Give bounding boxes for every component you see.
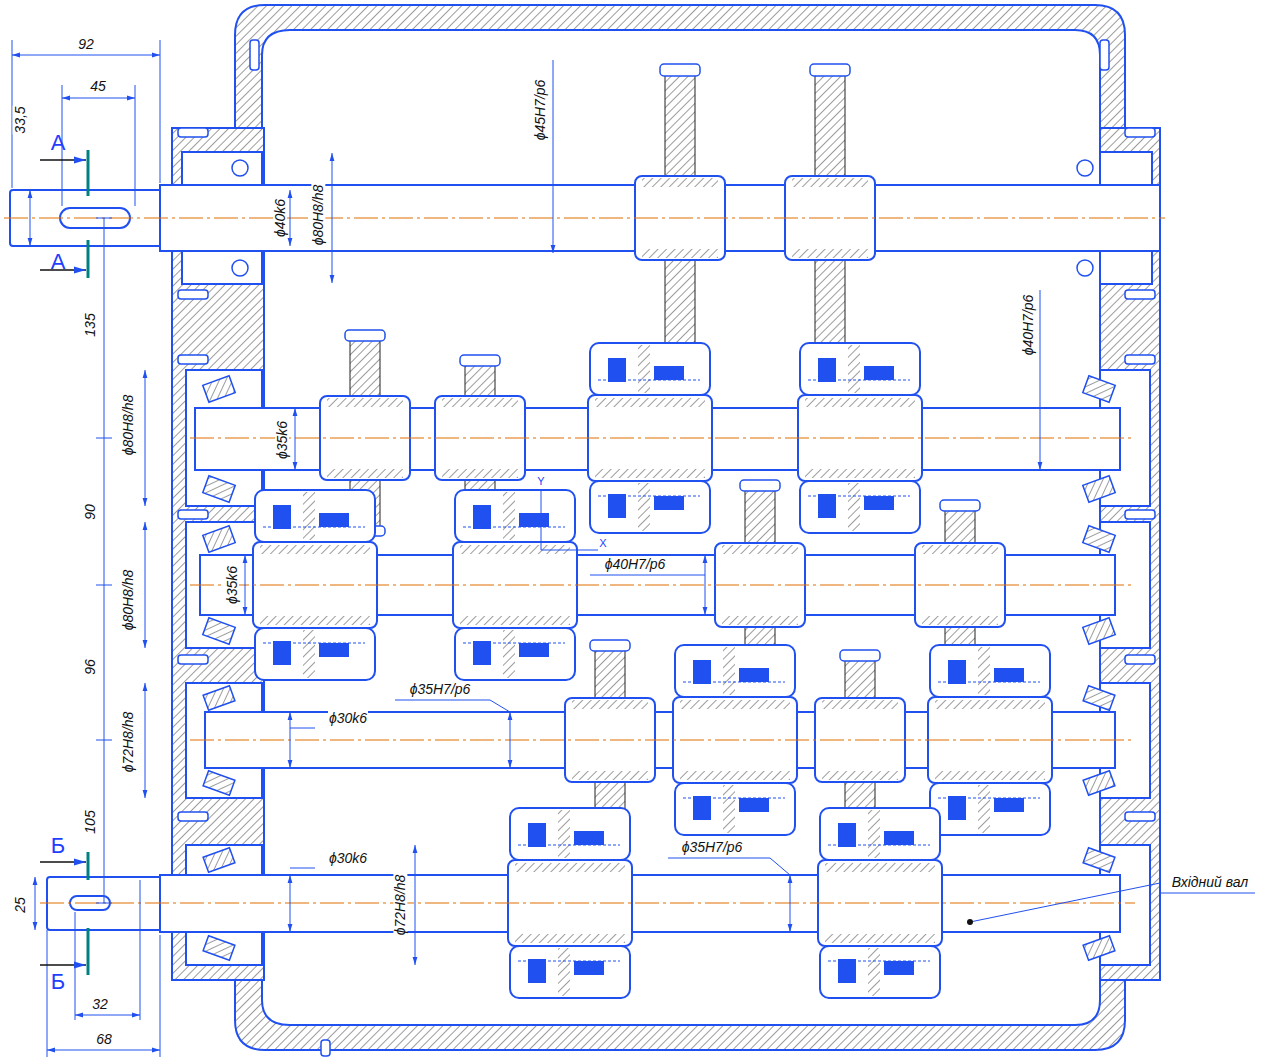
dimension-lines (12, 40, 1255, 1057)
section-marks (87, 150, 90, 975)
axis-letter: X (598, 538, 607, 549)
section-letter: Б (50, 971, 66, 993)
clutches (253, 343, 1052, 998)
dimension-text: ϕ40H7/p6 (1021, 294, 1035, 357)
section-letter: А (50, 132, 67, 154)
bearing-bores (182, 152, 1152, 965)
dimension-text: ϕ40k6 (273, 198, 287, 238)
dimension-text: 32 (91, 997, 109, 1011)
dimension-text: 90 (83, 503, 97, 521)
dimension-text: ϕ35H7/p6 (681, 840, 744, 854)
dimension-text: 92 (77, 37, 95, 51)
dimension-text: ϕ80H8/h8 (311, 184, 325, 247)
dimension-text: ϕ45H7/p6 (533, 79, 547, 142)
dimension-text: ϕ30k6 (328, 851, 368, 865)
dimension-text: 68 (95, 1032, 113, 1046)
dimension-text: 96 (83, 658, 97, 676)
dimension-text: ϕ72H8/h8 (121, 711, 135, 774)
axis-marker (541, 490, 598, 550)
dimension-text: ϕ30k6 (328, 711, 368, 725)
bearings (203, 160, 1115, 960)
dimension-text: ϕ35H7/p6 (409, 682, 472, 696)
section-letter: Б (50, 835, 66, 857)
dimension-text: ϕ35k6 (275, 420, 289, 460)
dimension-text: ϕ35k6 (225, 565, 239, 605)
centre-lines (4, 218, 1165, 903)
dimension-text: 105 (83, 809, 97, 834)
dimension-text: ϕ40H7/p6 (604, 557, 667, 571)
dimension-text: ϕ80H8/h8 (121, 394, 135, 457)
dimension-text: 45 (89, 79, 107, 93)
dimension-text: Вхідний вал (1171, 875, 1249, 889)
dimension-text: ϕ80H8/h8 (121, 569, 135, 632)
dimension-text: 135 (83, 312, 97, 337)
dimension-text: 33,5 (13, 105, 27, 134)
dimension-text: ϕ72H8/h8 (393, 874, 407, 937)
gear-hubs (320, 176, 1005, 782)
leader-dot (967, 919, 973, 925)
axis-letter: Y (536, 476, 545, 487)
section-letter: А (50, 251, 67, 273)
dimension-text: 25 (13, 896, 27, 914)
section-arrows (40, 160, 86, 965)
